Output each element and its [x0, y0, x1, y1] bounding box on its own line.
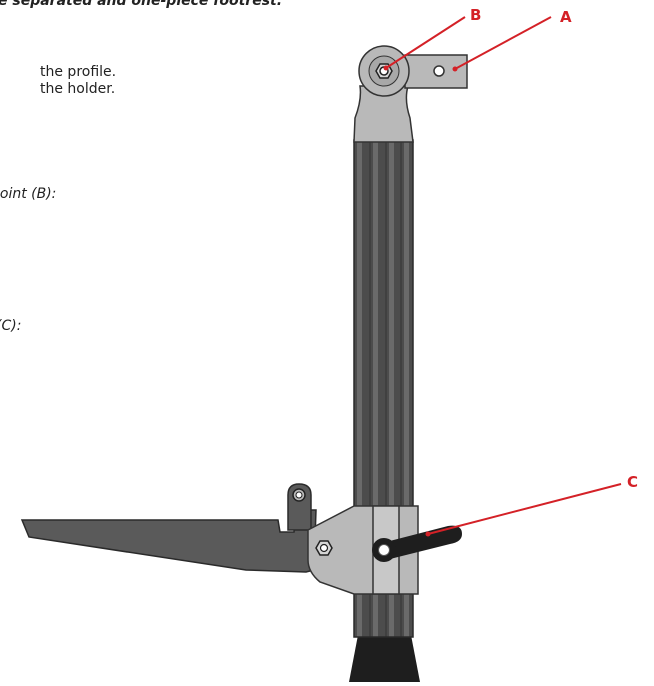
callout-dot-a — [452, 66, 458, 72]
callout-line-b — [385, 16, 466, 69]
joint-heading: joint (B): — [0, 186, 57, 202]
intro-text: e separated and one-piece footrest. — [0, 0, 283, 9]
top-joint-holder — [353, 45, 468, 143]
profile-text: the profile. — [40, 64, 117, 80]
callout-label-b: B — [470, 6, 481, 24]
clamp-lever — [372, 525, 462, 562]
callout-dot-b — [383, 65, 389, 71]
callout-label-c: C — [627, 473, 638, 491]
clamp-heading: (C): — [0, 318, 22, 334]
callout-line-c — [427, 483, 622, 535]
holder-text: the holder. — [40, 81, 116, 97]
callout-dot-c — [425, 531, 431, 537]
footplate — [20, 483, 317, 573]
callout-label-a: A — [560, 8, 572, 26]
callout-lines — [385, 16, 622, 535]
rubber-tip — [349, 635, 420, 682]
callout-line-a — [454, 16, 552, 70]
